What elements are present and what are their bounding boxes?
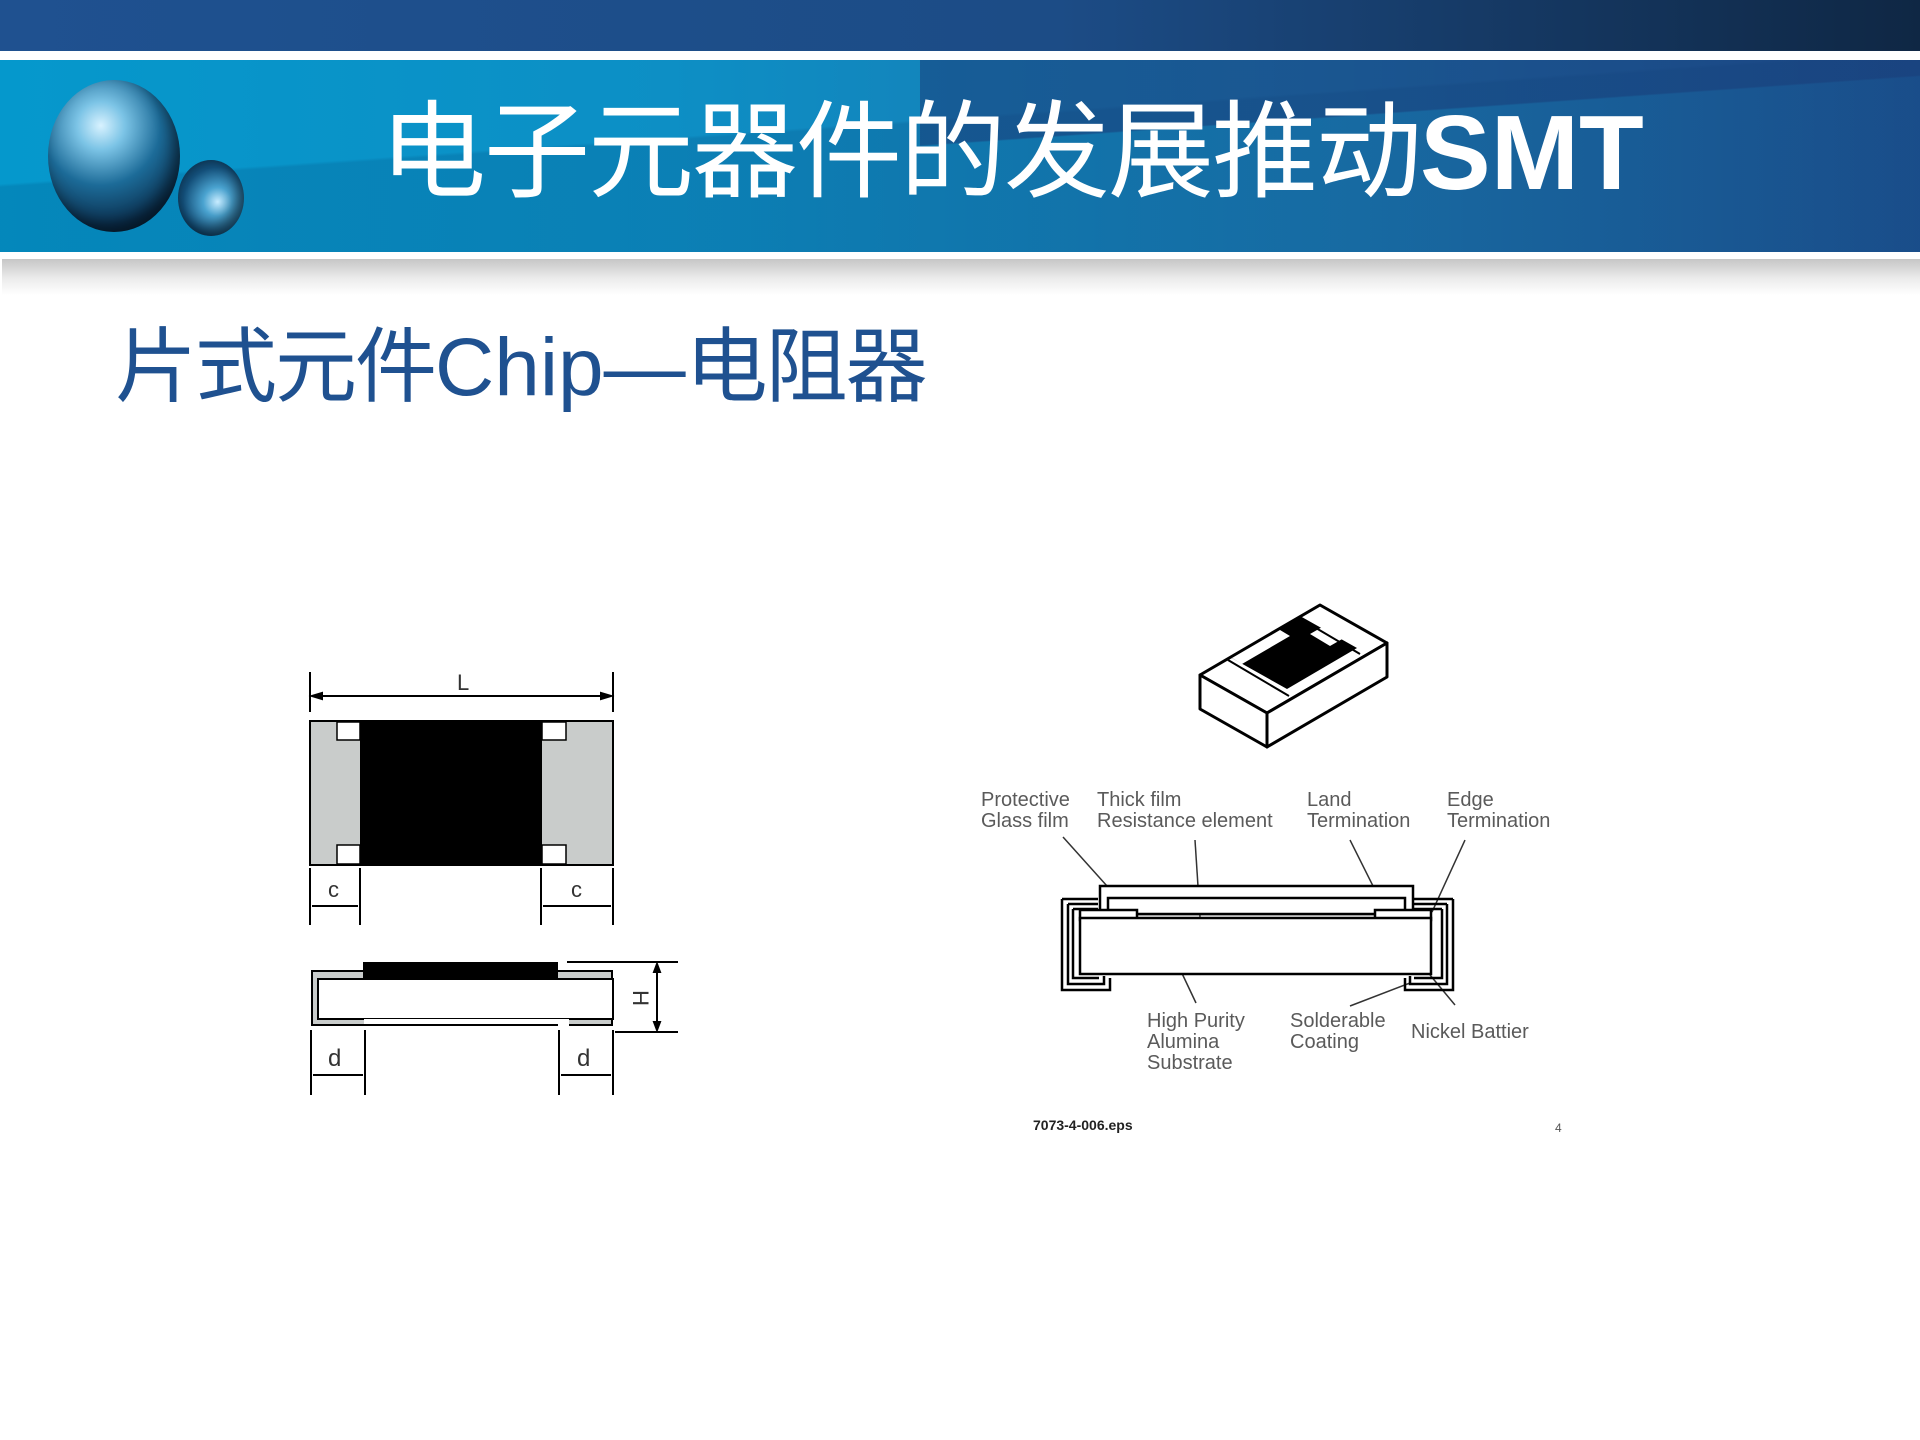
callout-protective-2: Glass film [981, 810, 1069, 832]
callout-solder-2: Coating [1290, 1031, 1359, 1053]
page-mark: 4 [1555, 1121, 1562, 1135]
header-shadow [2, 259, 1920, 295]
callout-nickel: Nickel Battier [1411, 1021, 1529, 1043]
slide-subtitle: 片式元件Chip—电阻器 [115, 318, 928, 418]
callout-protective-1: Protective [981, 789, 1070, 811]
callout-thick-2: Resistance element [1097, 810, 1273, 832]
callout-substrate-3: Substrate [1147, 1052, 1233, 1074]
slide-title-latin: SMT [1420, 94, 1644, 212]
dim-label-H: H [628, 990, 653, 1006]
dim-label-d-right: d [577, 1045, 590, 1072]
dim-label-c-left: c [328, 877, 339, 902]
callout-thick-1: Thick film [1097, 789, 1181, 811]
decorative-orb-small-icon [178, 160, 244, 236]
subtitle-part-1: 片式元件 [115, 320, 437, 415]
title-band-dark-wedge [920, 60, 1920, 160]
callout-land-1: Land [1307, 789, 1352, 811]
chip-dimension-drawing: L c c W [290, 660, 710, 1100]
callout-land-2: Termination [1307, 810, 1410, 832]
callout-edge-1: Edge [1447, 789, 1494, 811]
dim-label-d-left: d [328, 1045, 341, 1072]
subtitle-latin: Chip [435, 322, 604, 413]
callout-substrate-1: High Purity [1147, 1010, 1245, 1032]
subtitle-dash: — [603, 322, 686, 413]
header-top-band [0, 0, 1920, 51]
callout-edge-2: Termination [1447, 810, 1550, 832]
subtitle-part-2: 电阻器 [685, 320, 928, 415]
decorative-orb-large-icon [48, 80, 180, 232]
file-caption: 7073-4-006.eps [1033, 1117, 1133, 1133]
dim-label-c-right: c [571, 877, 582, 902]
callout-solder-1: Solderable [1290, 1010, 1386, 1032]
chip-construction-diagram: Protective Glass film Thick film Resista… [960, 590, 1580, 1150]
slide-title-cjk: 电子元器件的发展推动 [380, 91, 1422, 214]
dim-label-L: L [457, 670, 469, 695]
callout-substrate-2: Alumina [1147, 1031, 1220, 1053]
slide-title: 电子元器件的发展推动SMT [380, 88, 1644, 218]
title-band [0, 60, 1920, 252]
